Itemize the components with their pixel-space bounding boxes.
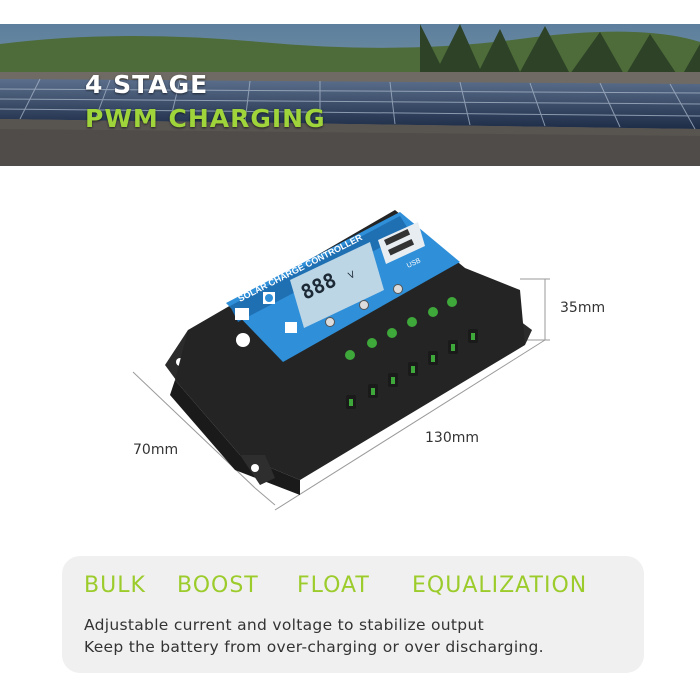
banner-title-line2: PWM CHARGING: [85, 104, 326, 133]
width-dimension: 70mm: [133, 442, 179, 458]
lcd-display: [290, 242, 384, 328]
charging-stages: BULK BOOST FLOAT EQUALIZATION: [0, 573, 700, 599]
stage-equalization: EQUALIZATION: [412, 573, 588, 598]
height-dimension: 35mm: [560, 300, 606, 316]
mode-icon: [235, 308, 249, 320]
stage-bulk: BULK: [84, 573, 146, 598]
description-line-2: Keep the battery from over-charging or o…: [84, 638, 544, 656]
banner-title-line1: 4 STAGE: [85, 70, 209, 99]
description-line-1: Adjustable current and voltage to stabil…: [84, 616, 484, 634]
solar-panel-banner: [0, 24, 700, 166]
controller-body: [175, 210, 525, 480]
charge-controller-illustration: SOLAR CHARGE CONTROLLER USB 888 V: [132, 210, 550, 511]
terminal-row: [345, 297, 457, 360]
mounting-hole: [251, 464, 259, 472]
timer-icon: [236, 333, 250, 347]
control-buttons[interactable]: [325, 284, 403, 327]
stage-boost: BOOST: [177, 573, 259, 598]
lcd-unit: V: [347, 270, 358, 282]
length-dimension: 130mm: [425, 430, 479, 446]
lock-icon: [285, 322, 297, 333]
info-panel: [62, 556, 644, 673]
solar-field-image: [0, 24, 700, 166]
stage-float: FLOAT: [297, 573, 370, 598]
